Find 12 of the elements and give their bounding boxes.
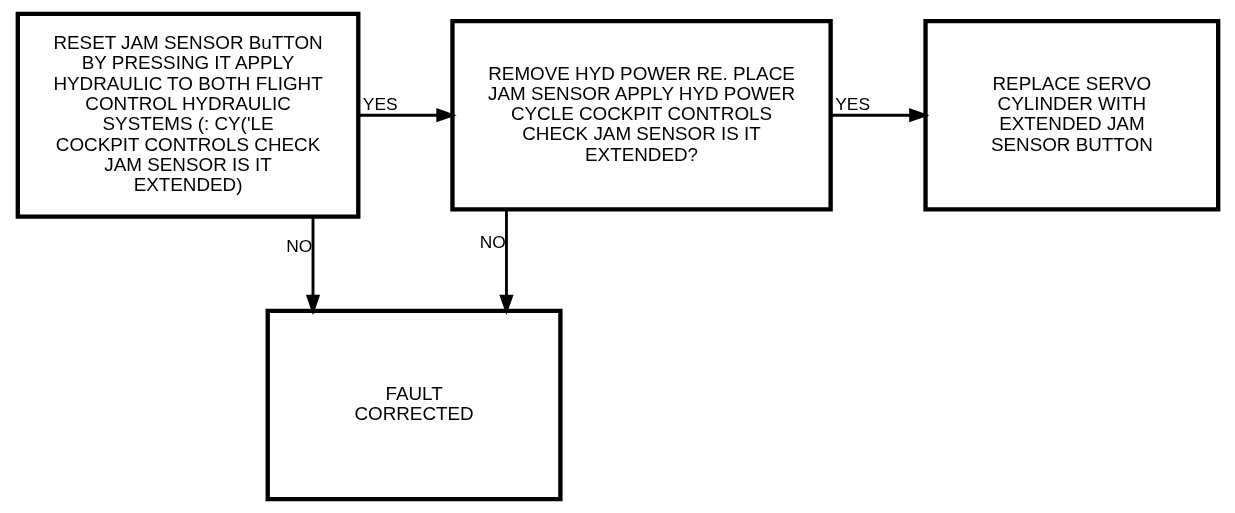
- arrow: [498, 209, 514, 316]
- arrow: [305, 217, 320, 316]
- edge-label: YES: [362, 94, 398, 115]
- node-box: FAULT CORRECTED: [265, 308, 563, 502]
- arrow: [830, 108, 929, 123]
- edge-label: NO: [285, 235, 312, 256]
- edge-label: NO: [479, 232, 506, 253]
- node-box: REPLACE SERVO CYLINDER WITH EXTENDED JAM SENSOR BUTTON: [922, 18, 1220, 212]
- node-box: REMOVE HYD POWER RE. PLACE JAM SENSOR APPLY HYD POWER CYCLE COCKPIT CONTROLS CHECK JAM SENSOR IS IT EXTENDED?: [449, 18, 833, 212]
- node-box: RESET JAM SENSOR BuTTON BY PRESSING IT APPLY HYDRAULIC TO BOTH FLIGHT CONTROL HYDRAULIC SYSTEMS (: CY('LE COCKPIT CONTROLS CHECK JAM SENSOR IS IT EXTENDED): [15, 11, 360, 219]
- edge-label: YES: [834, 94, 870, 115]
- arrow: [358, 108, 457, 123]
